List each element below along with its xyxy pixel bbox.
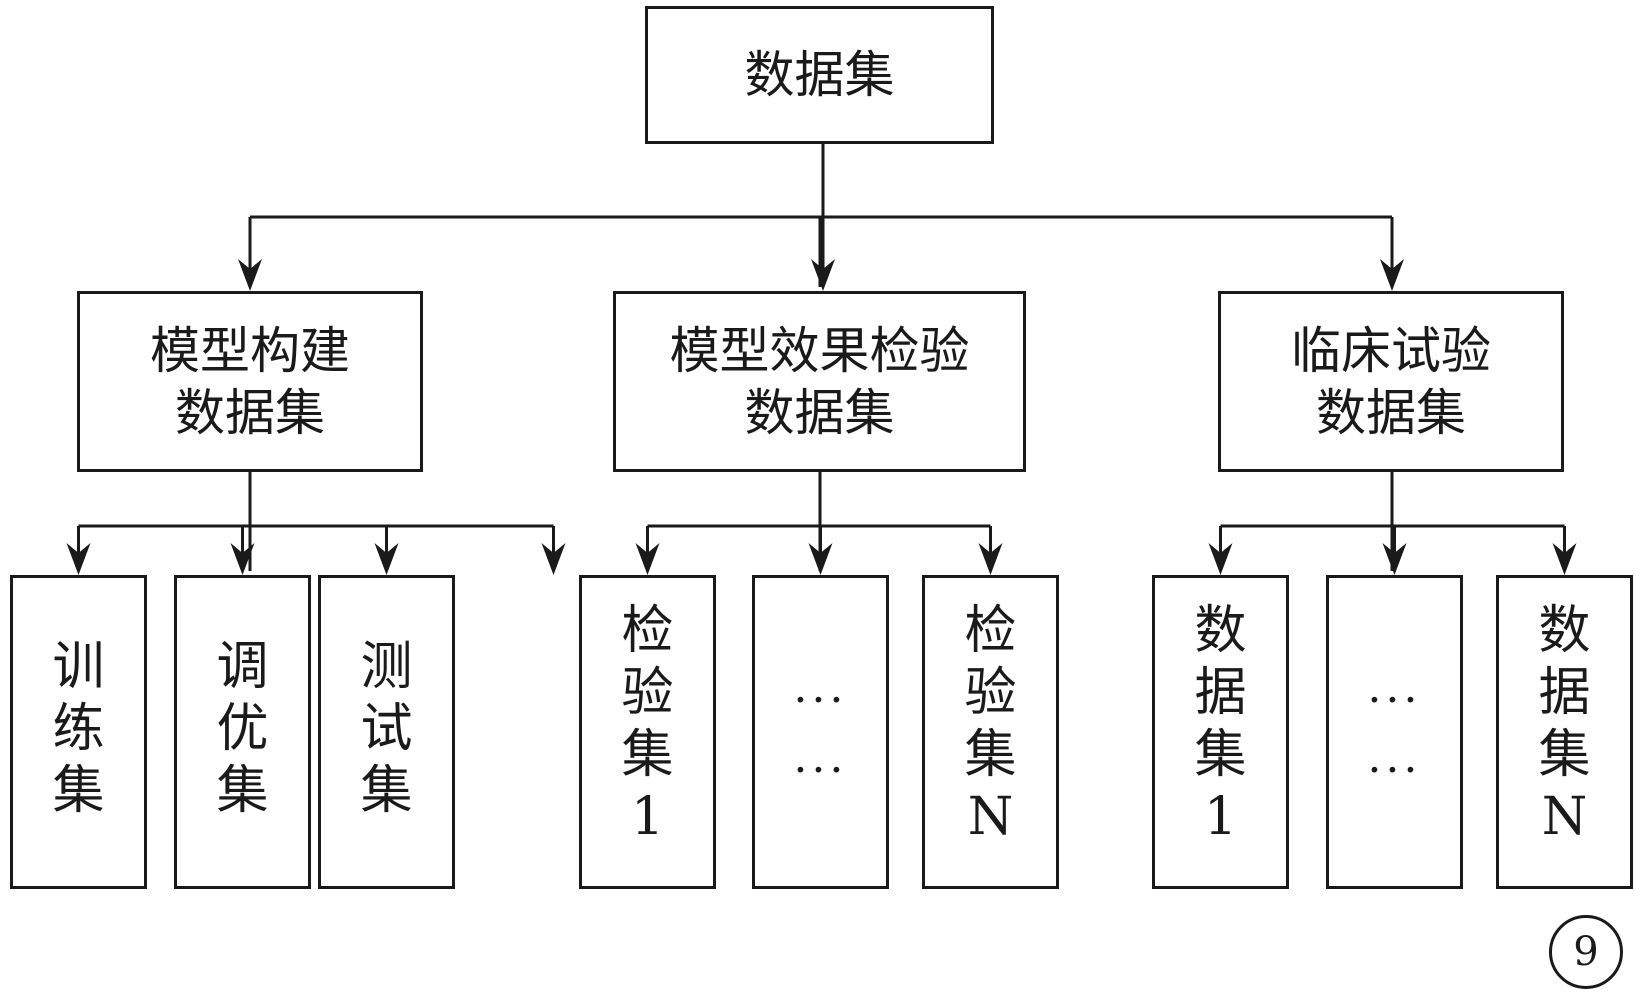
leaf-label-char: 测 [360,637,413,697]
leaf-arrow [635,543,660,575]
group-label: 临床试验 数据集 [1291,321,1491,442]
leaf-label: 调优集 [216,636,268,822]
group-arrow [1380,259,1404,291]
leaf-label-char: 数 [1194,601,1247,661]
ellipsis-marker: ··· ··· [794,666,848,806]
group-arrow [238,259,262,291]
ellipsis-text: ··· [793,675,848,726]
figure-number-badge: 9 [1549,915,1623,989]
leaf-label-char: 调 [216,637,269,697]
ellipsis-text: ··· [793,745,848,796]
leaf-label-char: 集 [360,761,413,821]
leaf-node: ··· ··· [752,575,889,889]
leaf-arrow [1208,543,1233,575]
leaf-node: 调优集 [174,575,311,889]
leaf-arrow [808,543,833,575]
leaf-node: 训练集 [10,575,147,889]
ellipsis-text: ··· [1367,675,1422,726]
leaf-label-char: 集 [216,761,269,821]
leaf-label-char: 集 [52,761,105,821]
root-node: 数据集 [645,6,994,144]
group-label: 模型构建 数据集 [150,321,350,442]
leaf-label-char: 集 [621,725,674,785]
leaf-label-char: 集 [1194,725,1247,785]
group-node-clinical-trial: 临床试验 数据集 [1218,291,1564,472]
leaf-label-char: N [1541,787,1588,847]
leaf-label-char: 据 [1194,663,1247,723]
leaf-node: ··· ··· [1326,575,1463,889]
leaf-label-char: 验 [621,663,674,723]
group-node-model-validation: 模型效果检验 数据集 [613,291,1026,472]
leaf-arrow [66,543,91,575]
ellipsis-text: ··· [1367,745,1422,796]
leaf-label-char: 优 [216,699,269,759]
leaf-arrow [1552,543,1577,575]
leaf-label-char: 据 [1538,663,1591,723]
leaf-arrow [541,543,566,575]
leaf-label-char: 验 [964,663,1017,723]
leaf-label-char: 训 [52,637,105,697]
group-node-model-building: 模型构建 数据集 [77,291,423,472]
ellipsis-marker: ··· ··· [1368,666,1422,806]
leaf-arrow [374,543,399,575]
leaf-label-char: 检 [964,601,1017,661]
leaf-arrow [230,543,255,575]
leaf-label-char: 1 [630,787,665,847]
leaf-label-char: N [967,787,1014,847]
root-node-label: 数据集 [744,46,895,104]
group-arrow [811,259,835,291]
leaf-label: 测试集 [360,636,412,822]
leaf-label-char: 检 [621,601,674,661]
leaf-label-char: 1 [1203,787,1238,847]
leaf-node: 测试集 [318,575,455,889]
leaf-label-char: 练 [52,699,105,759]
leaf-arrow [1382,543,1407,575]
leaf-label-char: 数 [1538,601,1591,661]
group-label: 模型效果检验 数据集 [669,321,970,442]
leaf-label-char: 集 [1538,725,1591,785]
leaf-arrow [978,543,1003,575]
leaf-label: 训练集 [52,636,104,822]
leaf-label-char: 试 [360,699,413,759]
leaf-label-char: 集 [964,725,1017,785]
